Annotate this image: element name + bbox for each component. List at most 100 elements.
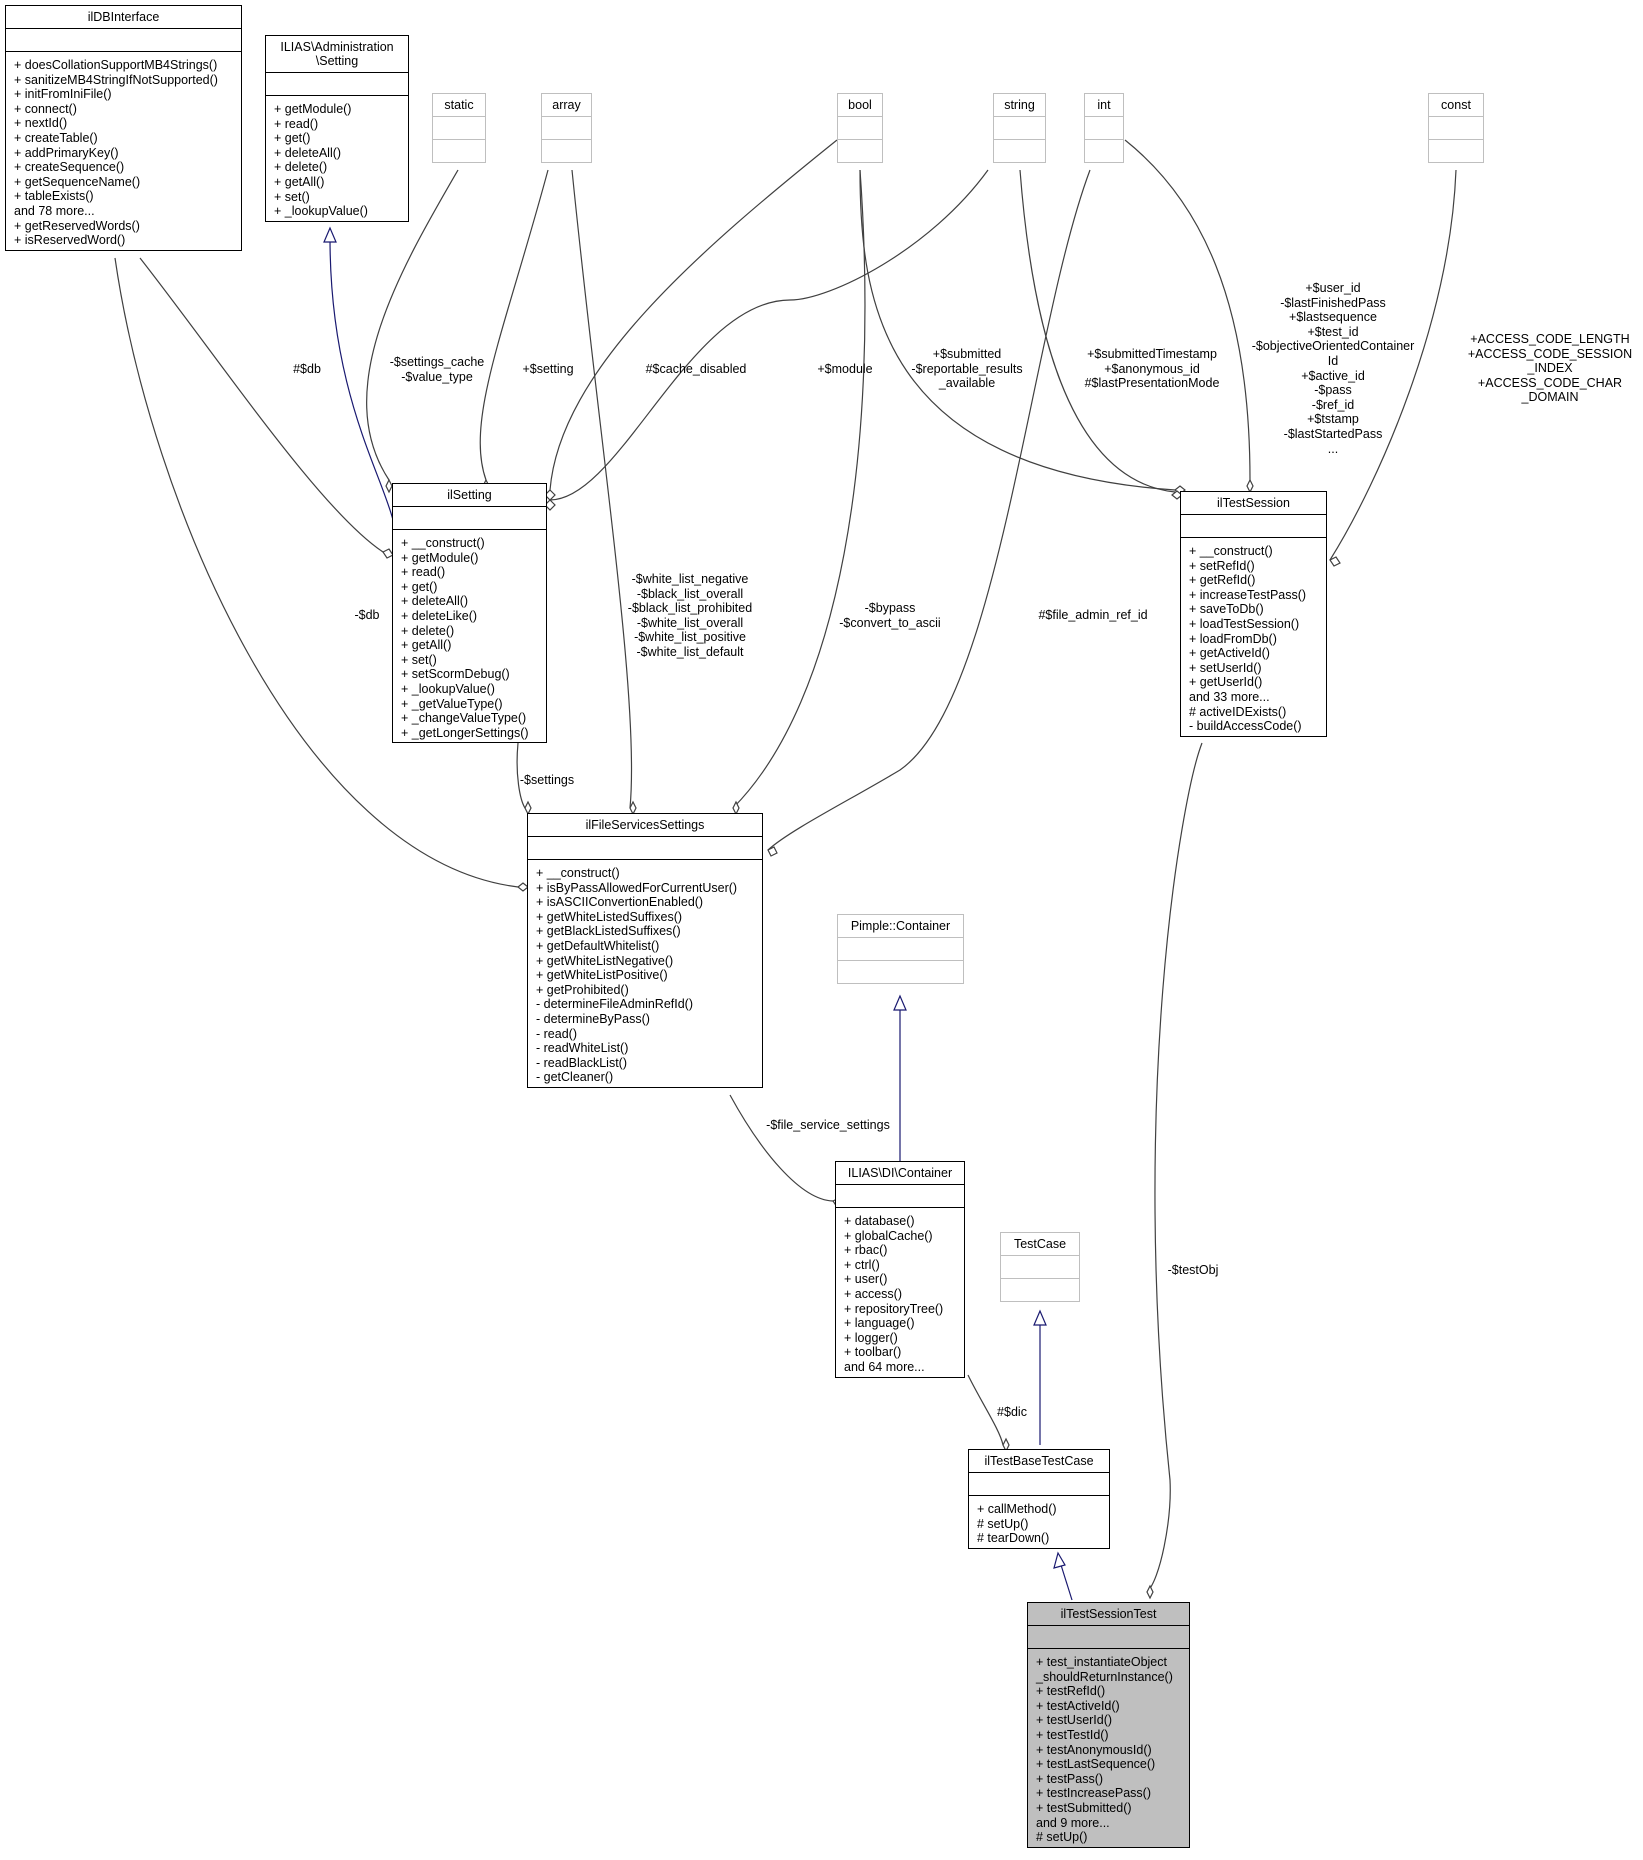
class-operation: + deleteLike() [401, 608, 478, 623]
class-operation: + callMethod() [977, 1502, 1057, 1516]
diamond-testsession-const [1329, 556, 1341, 567]
arrow-testcase [1033, 1309, 1047, 1326]
edge-testsession-sessiontest [1146, 742, 1203, 1593]
edge-label-bypass: -$bypass -$convert_to_ascii [839, 601, 941, 630]
class-testcase[interactable]: TestCase [1000, 1232, 1080, 1302]
edge-bool-ilsetting [549, 139, 838, 491]
class-di-container[interactable]: ILIAS\DI\Container + database()+ globalC… [835, 1161, 965, 1378]
class-operation: + read() [401, 565, 446, 580]
class-operations [1085, 139, 1123, 162]
class-operation: + __construct() [536, 866, 620, 880]
class-int[interactable]: int [1084, 93, 1124, 163]
edge-static-ilsetting [366, 169, 459, 481]
class-operation: + get() [401, 579, 438, 594]
class-operation: + _changeValueType() [401, 711, 527, 726]
class-operations [994, 139, 1045, 162]
class-operation: + getWhiteListedSuffixes() [536, 909, 683, 924]
edge-label-db-filesettings: -$db [354, 608, 380, 622]
class-const[interactable]: const [1428, 93, 1484, 163]
class-operation: + access() [844, 1286, 903, 1301]
class-operation: # tearDown() [977, 1531, 1050, 1546]
class-pimple[interactable]: Pimple::Container [837, 914, 964, 984]
class-operation: + setRefId() [1189, 558, 1255, 573]
class-name: ilSetting [447, 488, 492, 502]
class-attributes [838, 937, 963, 960]
class-operation: + testRefId() [1036, 1684, 1106, 1699]
class-operations [433, 139, 485, 162]
edge-label-file-service: -$file_service_settings [766, 1118, 890, 1132]
class-basetestcase[interactable]: ilTestBaseTestCase + callMethod()# setUp… [968, 1449, 1110, 1549]
class-operation: + testTestId() [1036, 1727, 1109, 1742]
edge-label-settings: -$settings [519, 773, 575, 787]
class-operation: + logger() [844, 1330, 898, 1345]
class-bool[interactable]: bool [837, 93, 883, 163]
class-operation: + testPass() [1036, 1771, 1104, 1786]
class-operation: + get() [274, 131, 311, 146]
edge-string-testsession [1019, 169, 1176, 493]
class-ilsetting[interactable]: ilSetting + __construct()+ getModule()+ … [392, 483, 547, 744]
edge-label-setting: +$setting [522, 362, 574, 376]
class-operation: + isASCIIConvertionEnabled() [536, 895, 704, 910]
class-operation: + isReservedWord() [14, 233, 126, 248]
class-operations: + callMethod()# setUp()# tearDown() [969, 1495, 1109, 1548]
class-operation: # setUp() [977, 1516, 1029, 1531]
edge-string-ilsetting [549, 169, 989, 501]
class-operation: + nextId() [14, 116, 68, 131]
class-operation: - readWhiteList() [536, 1041, 629, 1056]
class-operation: # setUp() [1036, 1830, 1088, 1845]
edge-sessiontest-inherits-basetestcase [1060, 1564, 1073, 1601]
class-operation: + getWhiteListNegative() [536, 953, 674, 968]
diamond-filesettings-bool [732, 800, 740, 816]
class-operation: + getProhibited() [536, 982, 629, 997]
class-static[interactable]: static [432, 93, 486, 163]
edge-db-filesettings [114, 257, 519, 888]
edge-array-filesettings [571, 169, 633, 809]
class-sessiontest[interactable]: ilTestSessionTest + test_instantiateObje… [1027, 1602, 1190, 1848]
class-string[interactable]: string [993, 93, 1046, 163]
class-operation: + delete() [401, 623, 455, 638]
class-operation: + set() [401, 652, 437, 667]
class-attributes [994, 116, 1045, 139]
diamond-ilsetting-static [385, 478, 393, 494]
class-operation: + user() [844, 1272, 888, 1287]
class-operation: + increaseTestPass() [1189, 587, 1307, 602]
class-operation: + tableExists() [14, 189, 94, 204]
class-operation: + getDefaultWhitelist() [536, 938, 660, 953]
arrow-basetestcase [1053, 1551, 1066, 1569]
class-attributes [1429, 116, 1483, 139]
edge-label-settings-cache: -$settings_cache -$value_type [389, 355, 485, 384]
edge-filesettings-di [729, 1094, 834, 1202]
class-operation: + testSubmitted() [1036, 1800, 1132, 1815]
class-name: string [1004, 98, 1035, 112]
class-name: Pimple::Container [850, 919, 951, 933]
class-array[interactable]: array [541, 93, 592, 163]
class-operations: + doesCollationSupportMB4Strings()+ sani… [6, 51, 241, 250]
edge-label-const-attrs: +ACCESS_CODE_LENGTH +ACCESS_CODE_SESSION… [1467, 332, 1633, 405]
class-name: ILIAS\Administration \Setting [280, 40, 394, 68]
class-filesettings[interactable]: ilFileServicesSettings + __construct()+ … [527, 813, 763, 1088]
edge-label-submitted-ts: +$submittedTimestamp +$anonymous_id #$la… [1084, 347, 1220, 391]
class-operation: + repositoryTree() [844, 1301, 944, 1316]
class-attributes [393, 506, 546, 529]
class-attributes [542, 116, 591, 139]
class-admin-setting[interactable]: ILIAS\Administration \Setting + getModul… [265, 35, 409, 222]
class-operation: + deleteAll() [274, 145, 342, 160]
class-operation: + setUserId() [1189, 660, 1262, 675]
class-ildbinterface[interactable]: ilDBInterface + doesCollationSupportMB4S… [5, 5, 242, 251]
class-operation: + connect() [14, 101, 77, 116]
class-operation: + _getValueType() [401, 696, 503, 711]
class-operation: + getAll() [401, 638, 452, 653]
class-operation: - getCleaner() [536, 1070, 614, 1085]
class-operation: + getModule() [274, 102, 352, 116]
class-attributes [838, 116, 882, 139]
class-operations [1429, 139, 1483, 162]
class-iltestsession[interactable]: ilTestSession + __construct()+ setRefId(… [1180, 491, 1327, 737]
class-operation: + read() [274, 116, 319, 131]
class-name: int [1097, 98, 1111, 112]
class-operation: + doesCollationSupportMB4Strings() [14, 58, 218, 72]
edge-label-submitted: +$submitted -$reportable_results _availa… [911, 347, 1023, 391]
class-operation: and 78 more... [14, 203, 95, 218]
class-operation: - buildAccessCode() [1189, 719, 1302, 734]
class-operation: - read() [536, 1026, 577, 1041]
